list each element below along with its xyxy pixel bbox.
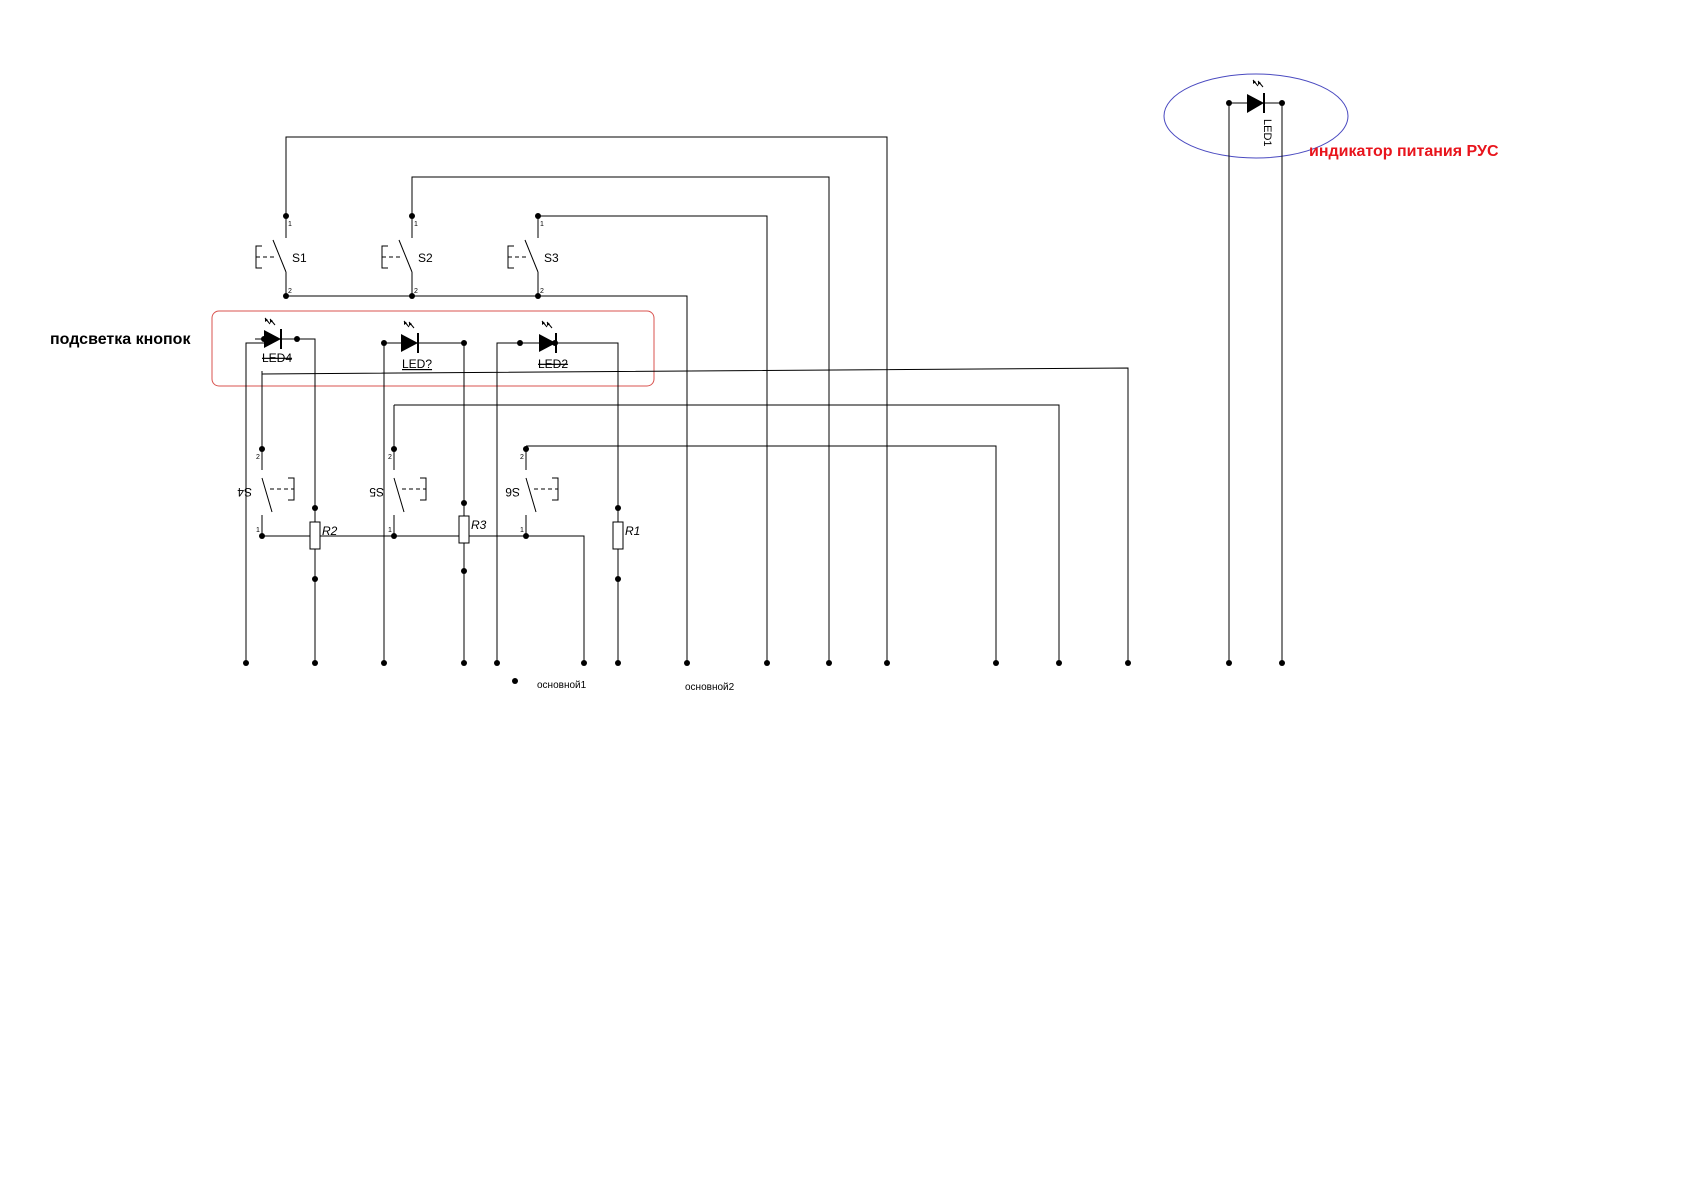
power-indicator-ellipse — [1163, 73, 1349, 159]
led-mid-symbol — [384, 320, 464, 353]
label-S2: S2 — [418, 251, 433, 265]
pin-S6-2: 2 — [520, 454, 524, 461]
led1-symbol — [1228, 102, 1283, 663]
pin-S2-2: 2 — [414, 288, 418, 295]
label-R2: R2 — [322, 524, 338, 538]
switch-S6 — [525, 449, 559, 536]
label-S6: S6 — [505, 485, 520, 499]
net-main2: основной2 — [685, 682, 735, 693]
label-S5: S5 — [369, 485, 384, 499]
pin-S2-1: 1 — [414, 221, 418, 228]
top-wiring — [285, 136, 888, 663]
pin-S5-2: 2 — [388, 454, 392, 461]
label-LED1: LED1 — [1261, 119, 1273, 147]
junction-dots — [243, 100, 1285, 684]
led4-symbol — [255, 317, 300, 349]
resistor-R3 — [458, 515, 470, 544]
label-LED4: LED4 — [262, 351, 292, 365]
button-backlight-label: подсветка кнопок — [50, 331, 191, 348]
pin-S4-2: 2 — [256, 454, 260, 461]
switch-S4 — [261, 374, 295, 536]
switch-S3 — [507, 216, 539, 296]
backlight-highlight-box — [211, 310, 655, 387]
label-R3: R3 — [471, 518, 487, 532]
label-S3: S3 — [544, 251, 559, 265]
label-S4: S4 — [237, 485, 252, 499]
pin-S3-2: 2 — [540, 288, 544, 295]
pin-S1-1: 1 — [288, 221, 292, 228]
label-R1: R1 — [625, 524, 640, 538]
label-LED-mid: LED? — [402, 357, 432, 371]
resistor-R2 — [309, 521, 321, 550]
power-indicator-label: индикатор питания РУС — [1309, 143, 1499, 160]
pin-S5-1: 1 — [388, 527, 392, 534]
pin-S1-2: 2 — [288, 288, 292, 295]
resistor-R1 — [612, 521, 624, 550]
pin-S3-1: 1 — [540, 221, 544, 228]
pin-S4-1: 1 — [256, 527, 260, 534]
switch-S2 — [381, 216, 413, 296]
label-LED2: LED2 — [538, 357, 568, 371]
switch-S5 — [393, 449, 427, 536]
led2-symbol — [520, 320, 557, 353]
pin-S6-1: 1 — [520, 527, 524, 534]
label-S1: S1 — [292, 251, 307, 265]
switch-S1 — [255, 216, 287, 296]
lower-bus — [262, 535, 585, 663]
net-main1: основной1 — [537, 680, 587, 691]
